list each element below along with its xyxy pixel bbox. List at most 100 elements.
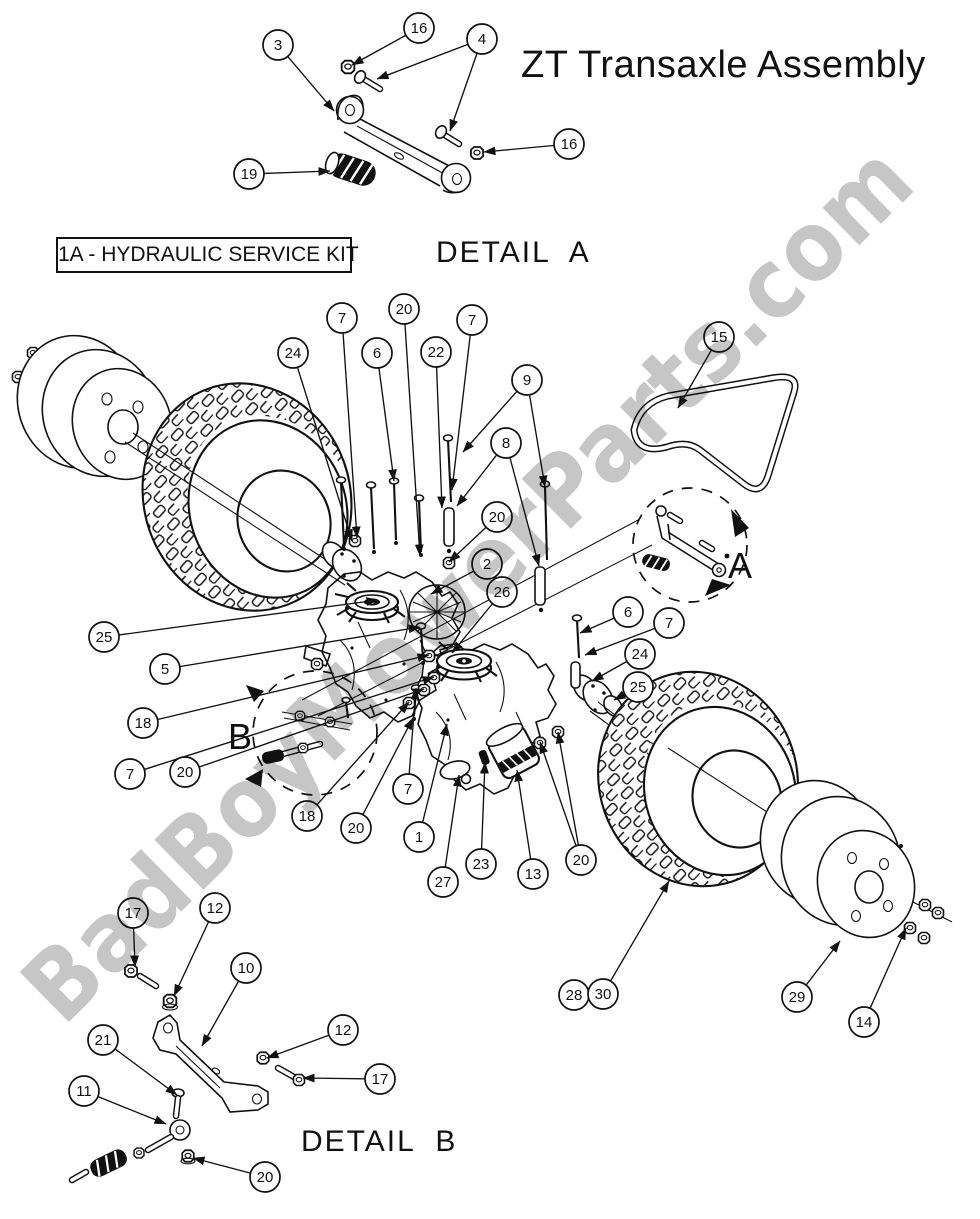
callout-23: 23: [465, 848, 497, 880]
svg-text:6: 6: [373, 345, 381, 362]
svg-text:6: 6: [624, 604, 632, 621]
detail-a-callout-circle: A: [301, 487, 752, 717]
leader-line-21: [114, 1048, 178, 1096]
leader-line-20: [192, 1156, 251, 1174]
leader-line-1: [422, 723, 449, 823]
svg-text:30: 30: [595, 986, 612, 1003]
long-bolt: [534, 480, 551, 613]
detail-b-linkage: [261, 696, 353, 764]
callout-3: 3: [262, 29, 294, 61]
cover-plate: [439, 760, 471, 780]
leader-line-25: [613, 690, 627, 701]
svg-text:4: 4: [478, 31, 486, 48]
leader-line-9: [462, 391, 518, 453]
callout-7: 7: [653, 607, 685, 639]
svg-text:18: 18: [299, 808, 316, 825]
detail-b-arrow: [245, 769, 263, 787]
svg-text:2: 2: [483, 556, 491, 573]
svg-text:24: 24: [285, 345, 302, 362]
mounting-fasteners: [335, 434, 583, 750]
detail-a-reference-lines: [301, 519, 653, 717]
long-bolt: [442, 434, 455, 554]
callout-8: 8: [490, 427, 522, 459]
callout-21: 21: [87, 1024, 119, 1056]
svg-text:20: 20: [257, 1169, 274, 1186]
callout-2: 2: [471, 548, 503, 580]
leader-line-29: [805, 940, 841, 986]
leader-line-4: [449, 53, 478, 132]
leader-line-8: [509, 457, 541, 567]
transaxle-right: [413, 641, 623, 795]
callout-24: 24: [624, 638, 656, 670]
svg-text:8: 8: [502, 435, 510, 452]
detail-a-bracket: [642, 505, 730, 578]
leader-line-16: [483, 144, 554, 156]
callout-11: 11: [68, 1075, 100, 1107]
callout-19: 19: [233, 158, 265, 190]
leader-line-7: [342, 333, 361, 539]
transaxle-left: [303, 541, 466, 723]
leader-line-14: [869, 927, 907, 1009]
callout-20: 20: [249, 1161, 281, 1193]
svg-text:20: 20: [177, 764, 194, 781]
callout-7: 7: [392, 773, 424, 805]
svg-text:16: 16: [411, 20, 428, 37]
svg-text:18: 18: [135, 715, 152, 732]
callout-22: 22: [420, 336, 452, 368]
leader-line-16: [351, 34, 406, 66]
leader-line-15: [677, 350, 712, 409]
svg-text:7: 7: [665, 615, 673, 632]
tire-right: [597, 670, 799, 888]
callout-27: 27: [427, 866, 459, 898]
leader-line-22: [435, 367, 446, 509]
svg-text:7: 7: [126, 766, 134, 783]
axle-hub-right: [572, 674, 623, 717]
svg-text:14: 14: [856, 1014, 873, 1031]
bracket-bar: [335, 94, 472, 194]
rim-right: [759, 779, 916, 939]
svg-text:7: 7: [404, 781, 412, 798]
svg-text:29: 29: [789, 989, 806, 1006]
fan-disc-left: [408, 584, 466, 640]
detail-a-letter: A: [728, 545, 752, 586]
bolt: [274, 1064, 306, 1087]
callout-25: 25: [622, 671, 654, 703]
callout-17: 17: [364, 1063, 396, 1095]
callout-29: 29: [781, 981, 813, 1013]
callout-12: 12: [327, 1014, 359, 1046]
svg-text:24: 24: [632, 646, 649, 663]
detail-a-arrow: [705, 579, 731, 596]
leader-line-20: [199, 688, 425, 768]
leader-line-30: [610, 880, 670, 981]
callout-20: 20: [388, 293, 420, 325]
fan-pulley-right: [426, 641, 498, 683]
callout-9: 9: [511, 364, 543, 396]
svg-text:16: 16: [561, 136, 578, 153]
leader-line-5: [180, 624, 421, 668]
callout-18: 18: [127, 707, 159, 739]
callout-1: 1: [403, 821, 435, 853]
drive-belt: [630, 373, 799, 493]
callout-16: 16: [403, 12, 435, 44]
svg-text:20: 20: [396, 301, 413, 318]
leader-line-18: [316, 701, 410, 805]
leader-line-18: [157, 653, 430, 721]
callout-10: 10: [230, 952, 262, 984]
oil-filter: [485, 722, 540, 780]
svg-text:1: 1: [415, 829, 423, 846]
leader-line-6: [378, 368, 397, 482]
callout-4: 4: [466, 23, 498, 55]
callout-16: 16: [553, 128, 585, 160]
callout-7: 7: [114, 758, 146, 790]
leader-line-17: [130, 928, 139, 968]
leader-line-2: [430, 570, 474, 595]
detail-a-label: DETAIL A: [436, 236, 591, 269]
callout-20: 20: [340, 812, 372, 844]
callout-17: 17: [117, 897, 149, 929]
leader-line-7: [584, 627, 655, 656]
flange-nut: [340, 59, 356, 75]
callout-20: 20: [565, 844, 597, 876]
callout-6: 6: [361, 337, 393, 369]
flange-nut: [161, 993, 179, 1011]
svg-text:11: 11: [76, 1083, 92, 1100]
